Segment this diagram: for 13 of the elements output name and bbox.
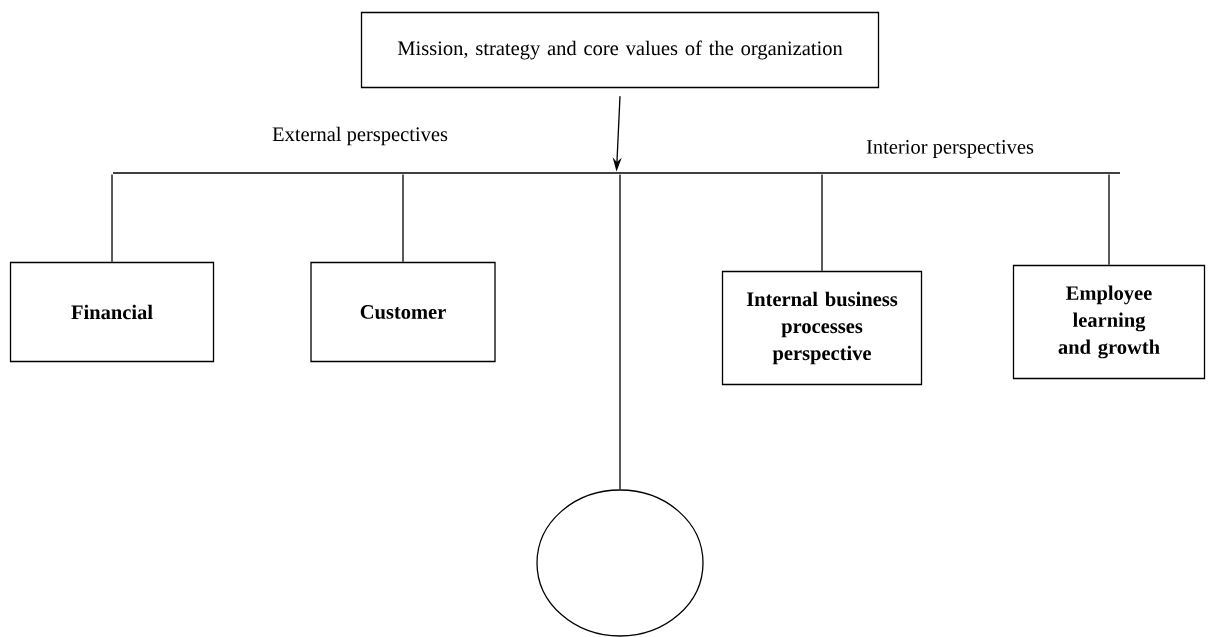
- process-box: Internal business processes perspective: [721, 270, 923, 386]
- process-box: Financial: [9, 261, 215, 363]
- connector-line: [1108, 173, 1110, 266]
- connector-line: [619, 173, 621, 490]
- empty-circle: [536, 489, 704, 637]
- process-box: Customer: [310, 261, 496, 363]
- connector-line: [111, 173, 113, 263]
- mission-box: Mission, strategy and core values of the organization: [360, 11, 880, 89]
- group-label: Interior perspectives: [866, 140, 1034, 158]
- group-label: External perspectives: [272, 126, 448, 146]
- process-box: Employee learning and growth: [1012, 264, 1206, 380]
- connector-line: [821, 173, 823, 272]
- connector-line: [402, 173, 404, 263]
